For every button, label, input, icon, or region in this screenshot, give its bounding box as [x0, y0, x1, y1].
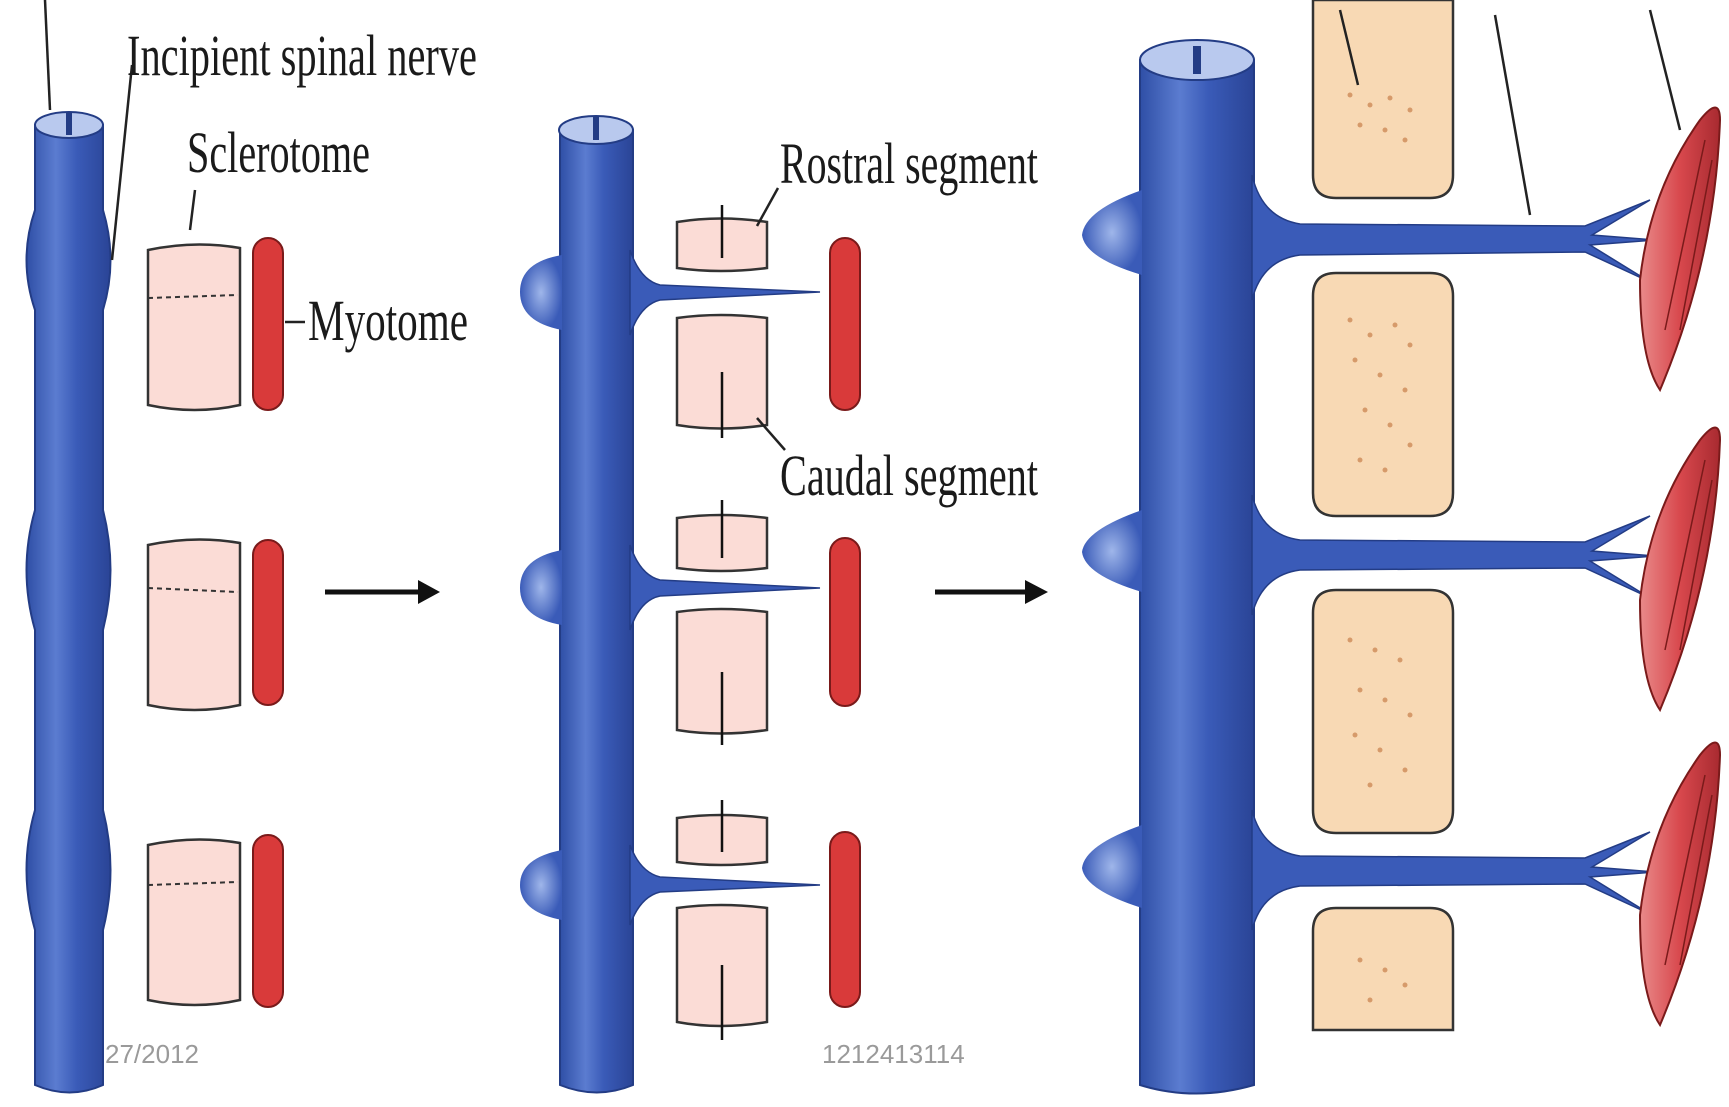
vertebra-block — [1313, 590, 1453, 833]
muscle-block — [1640, 428, 1720, 711]
sclerotome-block — [148, 244, 240, 410]
panel-2-resegmentation — [520, 116, 1048, 1093]
leader-muscle — [1650, 10, 1680, 130]
panel-3-mature-stage — [1082, 0, 1720, 1094]
leader-rostral — [757, 188, 778, 226]
sclerotome-block — [148, 539, 240, 710]
leader-nerve — [1495, 15, 1530, 215]
myotome-block — [253, 835, 283, 1007]
neural-tube-2 — [560, 130, 633, 1093]
arrow-right-icon — [325, 580, 440, 604]
muscle-block — [1640, 743, 1720, 1026]
myotome-block — [253, 238, 283, 410]
footer-date: 27/2012 — [105, 1039, 199, 1069]
leader-sclerotome — [190, 190, 195, 230]
label-incipient-spinal-nerve: Incipient spinal nerve — [127, 23, 477, 88]
spinal-cord — [1140, 60, 1254, 1094]
myotome-block — [253, 540, 283, 705]
leader-line-1 — [45, 0, 50, 110]
central-canal-icon — [593, 116, 599, 140]
footer-code: 1212413114 — [822, 1039, 965, 1069]
leader-incipient-nerve — [112, 65, 132, 260]
label-rostral-segment: Rostral segment — [780, 131, 1038, 196]
muscle-block — [1640, 108, 1720, 391]
myotome-block — [830, 832, 860, 1007]
label-myotome: Myotome — [308, 288, 468, 353]
arrow-right-icon — [935, 580, 1048, 604]
label-sclerotome: Sclerotome — [187, 120, 370, 185]
vertebra-block — [1313, 0, 1453, 198]
central-canal-icon — [66, 113, 72, 135]
sclerotome-block — [148, 839, 240, 1005]
label-caudal-segment: Caudal segment — [780, 443, 1038, 508]
myotome-block — [830, 238, 860, 410]
vertebra-block — [1313, 273, 1453, 516]
central-canal-icon — [1193, 46, 1201, 74]
myotome-block — [830, 538, 860, 706]
neural-tube-1 — [27, 125, 111, 1093]
